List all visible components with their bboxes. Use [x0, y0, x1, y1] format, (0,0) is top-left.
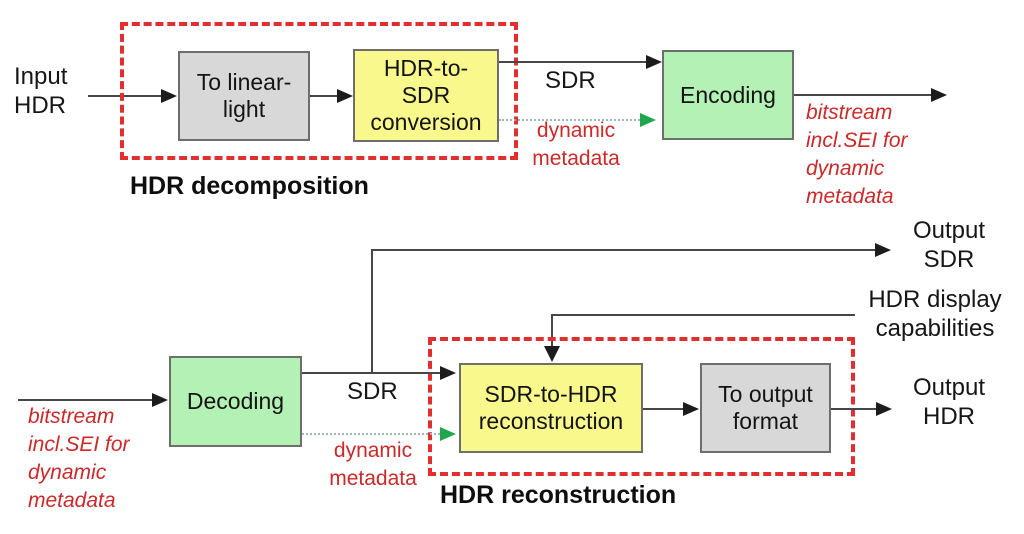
- dynamic-metadata-label-bottom: dynamic metadata: [329, 439, 417, 490]
- dynamic-metadata-label-top: dynamic metadata: [532, 119, 620, 170]
- input-hdr-label: Input HDR: [14, 63, 68, 119]
- decoding-box: Decoding: [169, 356, 302, 447]
- arrowhead-right-icon: [152, 393, 168, 407]
- output-sdr-label: Output SDR: [912, 217, 986, 273]
- output-hdr-label: Output HDR: [912, 374, 986, 430]
- sdr-label-top: SDR: [545, 67, 596, 94]
- hdr-decomposition-label: HDR decomposition: [130, 172, 369, 200]
- hdr-to-sdr-conversion-box: HDR-to- SDR conversion: [353, 49, 499, 142]
- arrow-sdr-to-reconstruction-line: [302, 372, 442, 374]
- arrow-input-hdr-line: [88, 95, 161, 97]
- arrowhead-right-icon: [683, 402, 699, 416]
- arrow-output-sdr-line: [371, 249, 875, 251]
- arrowhead-right-icon: [876, 402, 892, 416]
- arrow-sdr-to-encoding-line: [499, 61, 646, 63]
- hdr-display-capabilities-label: HDR display capabilities: [868, 286, 1002, 342]
- hdr-reconstruction-label: HDR reconstruction: [440, 481, 677, 509]
- hdr-reconstruction-group: [428, 337, 855, 476]
- arrowhead-right-icon: [161, 89, 177, 103]
- arrowhead-right-icon: [440, 366, 456, 380]
- arrow-encoding-output-line: [794, 94, 931, 96]
- bitstream-sei-label-top: bitstream incl.SEI for dynamic metadata: [806, 101, 908, 208]
- arrowhead-right-icon: [646, 55, 662, 69]
- dashed-metadata-connector-top: [499, 119, 640, 121]
- hdr-display-capabilities-line-v: [551, 314, 553, 347]
- arrowhead-green-icon: [640, 113, 656, 127]
- arrowhead-green-icon: [440, 427, 456, 441]
- hdr-display-capabilities-line-h: [551, 314, 855, 316]
- output-sdr-branch-line: [371, 249, 373, 373]
- arrow-output-hdr-line: [831, 408, 876, 410]
- arrow-linear-to-conversion-line: [310, 95, 337, 97]
- to-output-format-box: To output format: [700, 363, 831, 453]
- sdr-to-hdr-reconstruction-box: SDR-to-HDR reconstruction: [459, 363, 643, 453]
- arrowhead-down-icon: [544, 346, 560, 362]
- dashed-metadata-connector-bottom: [302, 433, 440, 435]
- arrow-reconstruction-to-format-line: [643, 408, 683, 410]
- bitstream-sei-label-bottom: bitstream incl.SEI for dynamic metadata: [28, 405, 130, 512]
- encoding-box: Encoding: [662, 50, 794, 140]
- arrowhead-right-icon: [875, 243, 891, 257]
- hdr-decomposition-group: [120, 22, 518, 160]
- arrowhead-right-icon: [337, 89, 353, 103]
- sdr-label-bottom: SDR: [347, 378, 398, 405]
- arrow-bitstream-to-decoding-line: [18, 399, 152, 401]
- arrowhead-right-icon: [931, 88, 947, 102]
- to-linear-light-box: To linear- light: [178, 51, 310, 141]
